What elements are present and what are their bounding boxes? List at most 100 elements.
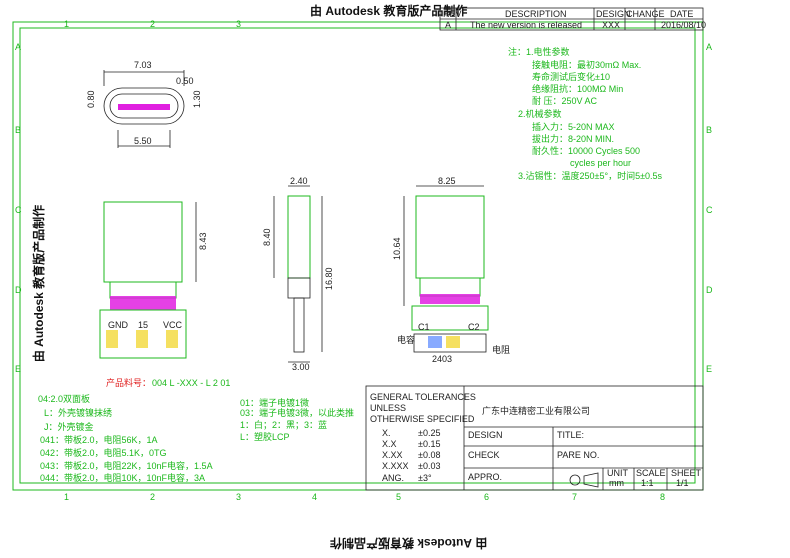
svg-text:寿命测试后变化±10: 寿命测试后变化±10	[532, 71, 610, 82]
svg-text:X.X: X.X	[382, 439, 397, 449]
svg-text:ANG.: ANG.	[382, 473, 404, 483]
svg-text:15: 15	[138, 320, 148, 330]
options-right: 01：端子电镀1微 03：端子电镀3微，以此类推 1：白；2：黑；3：蓝 L：塑…	[240, 397, 354, 442]
svg-text:0.50: 0.50	[176, 76, 194, 86]
svg-text:C: C	[15, 205, 22, 215]
side-view: 2.40 8.40 16.80 3.00	[262, 176, 334, 372]
svg-text:OTHERWISE SPECIFIED: OTHERWISE SPECIFIED	[370, 414, 475, 424]
svg-text:A: A	[15, 42, 21, 52]
front-view: 7.03 0.50 0.80 1.30 5.50	[86, 60, 202, 148]
svg-text:3.00: 3.00	[292, 362, 310, 372]
part-no-label: 产品料号：	[106, 377, 151, 388]
svg-text:±0.15: ±0.15	[418, 439, 440, 449]
svg-text:6: 6	[484, 492, 489, 502]
svg-text:8.40: 8.40	[262, 228, 272, 246]
svg-text:3.沾锡性：温度250±5°，时间5±0.5s: 3.沾锡性：温度250±5°，时间5±0.5s	[518, 170, 663, 181]
svg-text:C1: C1	[418, 322, 430, 332]
svg-text:A: A	[445, 20, 451, 30]
row-markers: A B C D E A B C D E	[15, 42, 713, 374]
svg-text:E: E	[706, 364, 712, 374]
svg-text:±0.25: ±0.25	[418, 428, 440, 438]
svg-text:A: A	[706, 42, 712, 52]
svg-text:2: 2	[150, 492, 155, 502]
svg-text:±0.08: ±0.08	[418, 450, 440, 460]
svg-text:耐久性：10000 Cycles 500: 耐久性：10000 Cycles 500	[532, 145, 640, 156]
svg-text:7: 7	[572, 492, 577, 502]
svg-text:8.25: 8.25	[438, 176, 456, 186]
svg-text:拔出力：8-20N MIN.: 拔出力：8-20N MIN.	[532, 133, 614, 144]
svg-text:2.机械参数: 2.机械参数	[518, 108, 562, 119]
svg-text:01：端子电镀1微: 01：端子电镀1微	[240, 397, 309, 408]
top-view: GND 15 VCC 8.43	[99, 201, 208, 359]
title-block: GENERAL TOLERANCES UNLESS OTHERWISE SPEC…	[365, 385, 704, 491]
svg-text:2: 2	[150, 19, 155, 29]
outer-frame	[12, 21, 704, 491]
svg-text:1: 1	[64, 19, 69, 29]
svg-text:1/1: 1/1	[676, 478, 689, 488]
svg-text:J：外壳镀金: J：外壳镀金	[44, 421, 94, 432]
svg-text:04:2.0双面板: 04:2.0双面板	[38, 393, 90, 404]
svg-text:2016/08/10: 2016/08/10	[661, 20, 706, 30]
svg-text:插入力：5-20N MAX: 插入力：5-20N MAX	[532, 121, 615, 132]
svg-text:SHEET: SHEET	[671, 468, 702, 478]
svg-text:16.80: 16.80	[324, 267, 334, 290]
svg-text:E: E	[15, 364, 21, 374]
svg-text:044：带板2.0，电阻10K，10nF电容，3A: 044：带板2.0，电阻10K，10nF电容，3A	[40, 472, 205, 483]
svg-text:VCC: VCC	[163, 320, 183, 330]
svg-text:GND: GND	[108, 320, 129, 330]
svg-text:B: B	[15, 125, 21, 135]
svg-text:注：1.电性参数: 注：1.电性参数	[508, 46, 570, 57]
inner-frame	[19, 27, 696, 484]
svg-text:The new version is released: The new version is released	[470, 20, 582, 30]
svg-text:1：白；2：黑；3：蓝: 1：白；2：黑；3：蓝	[240, 419, 327, 430]
svg-text:cycles per hour: cycles per hour	[570, 158, 631, 168]
svg-text:UNLESS: UNLESS	[370, 403, 406, 413]
svg-text:5: 5	[396, 492, 401, 502]
svg-text:X.XXX: X.XXX	[382, 461, 409, 471]
svg-text:B: B	[706, 125, 712, 135]
svg-text:10.64: 10.64	[392, 237, 402, 260]
svg-text:03：端子电镀3微，以此类推: 03：端子电镀3微，以此类推	[240, 407, 354, 418]
spec-notes: 注：1.电性参数 接触电阻：最初30mΩ Max. 寿命测试后变化±10 绝缘阻…	[508, 46, 663, 181]
svg-text:接触电阻：最初30mΩ Max.: 接触电阻：最初30mΩ Max.	[532, 59, 641, 70]
svg-text:4: 4	[312, 492, 317, 502]
svg-text:3: 3	[236, 492, 241, 502]
svg-text:8.43: 8.43	[198, 232, 208, 250]
svg-text:REV: REV	[443, 9, 462, 19]
svg-text:CHANGE: CHANGE	[626, 9, 665, 19]
svg-text:GENERAL TOLERANCES: GENERAL TOLERANCES	[370, 392, 476, 402]
svg-text:D: D	[706, 285, 713, 295]
svg-text:042：带板2.0，电阻5.1K，0TG: 042：带板2.0，电阻5.1K，0TG	[40, 447, 167, 458]
svg-text:3: 3	[236, 19, 241, 29]
part-no-value: 004 L -XXX - L 2 01	[152, 378, 230, 388]
svg-text:C: C	[706, 205, 713, 215]
svg-text:耐 压：250V AC: 耐 压：250V AC	[532, 95, 598, 106]
svg-text:PARE NO.: PARE NO.	[557, 450, 599, 460]
svg-text:电容: 电容	[397, 334, 415, 345]
svg-text:1: 1	[64, 492, 69, 502]
svg-text:mm: mm	[609, 478, 624, 488]
svg-text:X.XX: X.XX	[382, 450, 403, 460]
svg-text:1:1: 1:1	[641, 478, 654, 488]
svg-text:X.: X.	[382, 428, 391, 438]
svg-text:广东中连精密工业有限公司: 广东中连精密工业有限公司	[482, 405, 590, 416]
svg-text:绝缘阻抗：100MΩ Min: 绝缘阻抗：100MΩ Min	[532, 83, 623, 94]
svg-text:XXX: XXX	[602, 20, 620, 30]
svg-text:L：外壳镀镍抹绣: L：外壳镀镍抹绣	[44, 407, 112, 418]
svg-text:0.80: 0.80	[86, 90, 96, 108]
svg-text:043：带板2.0，电阻22K，10nF电容，1.5A: 043：带板2.0，电阻22K，10nF电容，1.5A	[40, 460, 213, 471]
watermark-top: 由 Autodesk 教育版产品制作	[310, 4, 468, 18]
board-view: 8.25 10.64 C1 C2 2403 电容 电阻	[392, 176, 510, 364]
svg-text:电阻: 电阻	[492, 344, 510, 355]
svg-text:L：塑胶LCP: L：塑胶LCP	[240, 431, 290, 442]
svg-text:7.03: 7.03	[134, 60, 152, 70]
svg-text:DESIGN: DESIGN	[596, 9, 631, 19]
column-markers: 1 2 3 1 2 3 4 5 6 7 8	[64, 19, 665, 502]
svg-text:1.30: 1.30	[192, 90, 202, 108]
svg-text:041：带板2.0，电阻56K，1A: 041：带板2.0，电阻56K，1A	[40, 434, 158, 445]
svg-text:8: 8	[660, 492, 665, 502]
svg-text:TITLE:: TITLE:	[557, 430, 584, 440]
svg-text:2403: 2403	[432, 354, 452, 364]
svg-text:DESCRIPTION: DESCRIPTION	[505, 9, 567, 19]
svg-text:APPRO.: APPRO.	[468, 472, 502, 482]
